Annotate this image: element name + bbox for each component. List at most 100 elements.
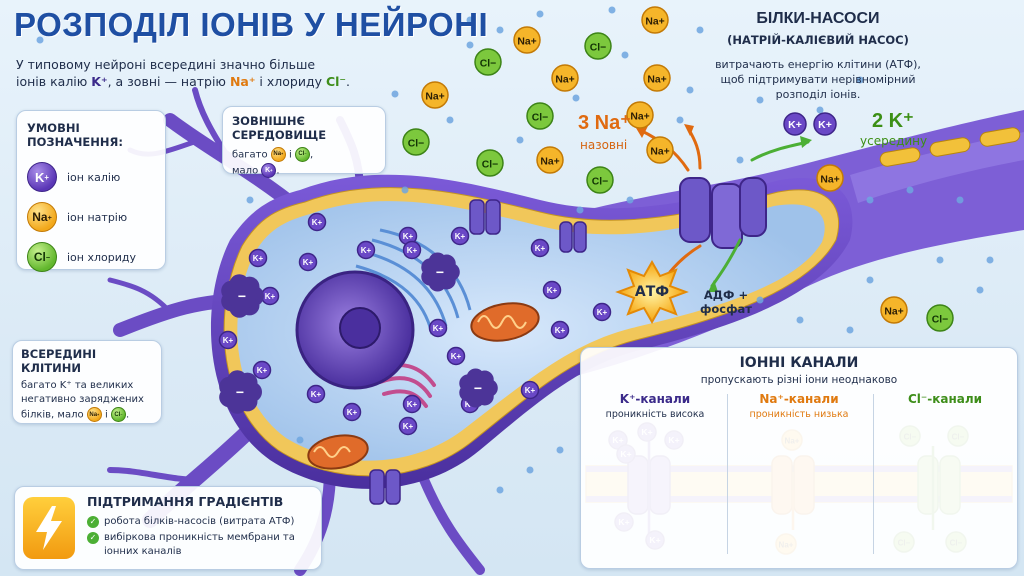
chloride-ion: Cl− xyxy=(586,166,614,194)
svg-text:K+: K+ xyxy=(433,324,444,333)
bubble xyxy=(906,186,914,194)
svg-text:K+: K+ xyxy=(525,386,536,395)
check-icon: ✓ xyxy=(87,516,99,528)
sodium-ion: Na+ xyxy=(643,64,671,92)
gradient-maintenance-card: ПІДТРИМАННЯ ГРАДІЄНТІВ ✓робота білків-на… xyxy=(14,486,322,570)
svg-text:Cl−: Cl− xyxy=(932,315,948,326)
potassium-ion: K+ xyxy=(450,226,470,246)
sodium-potassium-pump xyxy=(679,177,767,249)
gradients-list: ✓робота білків-насосів (витрата АТФ) ✓ви… xyxy=(87,515,309,561)
potassium-ion: K+ xyxy=(520,380,540,400)
potassium-ion: K+ xyxy=(398,416,418,436)
bubble xyxy=(466,16,474,24)
sodium-ion-icon: Na+ xyxy=(27,202,57,232)
channels-subtitle: пропускають різні іони неоднаково xyxy=(700,374,898,386)
svg-text:K+: K+ xyxy=(451,352,462,361)
ion-channels-card: ІОННІ КАНАЛИ пропускають різні іони неод… xyxy=(580,347,1018,569)
bubble xyxy=(626,196,634,204)
svg-text:K+: K+ xyxy=(535,244,546,253)
svg-text:−: − xyxy=(474,380,482,396)
chloride-ion: Cl− xyxy=(402,128,430,156)
atp-label: АТФ xyxy=(634,284,670,300)
outside-text: багато Na+ і Cl−, мало K+. xyxy=(232,147,376,178)
bubble xyxy=(856,76,864,84)
svg-text:Na+: Na+ xyxy=(540,157,559,168)
svg-text:K+: K+ xyxy=(223,336,234,345)
bubble xyxy=(536,10,544,18)
chloride-ion-icon: Cl− xyxy=(294,147,310,162)
potassium-ion: K+ xyxy=(260,286,280,306)
chloride-ion: Cl− xyxy=(526,102,554,130)
legend-label-sodium: іон натрію xyxy=(67,210,128,224)
bubble xyxy=(296,436,304,444)
gradients-title: ПІДТРИМАННЯ ГРАДІЄНТІВ xyxy=(87,494,284,509)
svg-text:K+: K+ xyxy=(407,400,418,409)
svg-text:K+: K+ xyxy=(253,254,264,263)
potassium-ion: K+ xyxy=(592,302,612,322)
bubble xyxy=(816,106,824,114)
bubble xyxy=(496,26,504,34)
list-item: ✓вибіркова проникність мембрани та іонни… xyxy=(87,531,309,559)
bubble xyxy=(401,186,409,194)
svg-text:K+: K+ xyxy=(257,366,268,375)
legend-item-sodium: Na+ іон натрію xyxy=(27,197,155,237)
pumps-title: БІЛКИ-НАСОСИ xyxy=(756,10,880,27)
adp-label: АДФ +фосфат xyxy=(700,288,752,316)
list-item: ✓робота білків-насосів (витрата АТФ) xyxy=(87,515,309,529)
svg-text:K+: K+ xyxy=(312,218,323,227)
channel-perm-potassium: проникність висока xyxy=(605,409,705,420)
svg-text:K+: K+ xyxy=(788,120,802,131)
subtitle-line1: У типовому нейроні всередині значно біль… xyxy=(16,57,316,72)
svg-text:K+: K+ xyxy=(818,120,832,131)
svg-text:Cl−: Cl− xyxy=(480,59,496,70)
page-subtitle: У типовому нейроні всередині значно біль… xyxy=(16,56,416,90)
svg-text:K+: K+ xyxy=(455,232,466,241)
svg-text:Cl−: Cl− xyxy=(592,177,608,188)
subtitle-sodium: Na⁺ xyxy=(229,74,256,89)
legend-label-chloride: іон хлориду xyxy=(67,250,136,264)
svg-text:Cl−: Cl− xyxy=(482,160,498,171)
bubble xyxy=(496,486,504,494)
subtitle-chloride: Cl⁻ xyxy=(325,74,347,89)
bubble xyxy=(736,156,744,164)
negative-protein: − xyxy=(221,274,264,318)
bubble xyxy=(846,326,854,334)
negative-protein: − xyxy=(219,370,262,414)
negative-protein: − xyxy=(459,368,498,408)
bubble xyxy=(246,196,254,204)
svg-text:K+: K+ xyxy=(403,232,414,241)
background-bubbles xyxy=(36,6,994,494)
channel-title-sodium: Na⁺-канали xyxy=(759,392,839,406)
sodium-ion: Na+ xyxy=(626,101,654,129)
bubble xyxy=(866,276,874,284)
subtitle-line2-a: іонів калію xyxy=(16,74,92,89)
potassium-in-label: 2 K⁺ xyxy=(872,110,914,132)
potassium-ion: K+ xyxy=(218,330,238,350)
potassium-ion: K+ xyxy=(446,346,466,366)
sodium-ion: Na+ xyxy=(421,81,449,109)
chloride-ion-icon: Cl− xyxy=(27,242,57,272)
svg-text:Na+: Na+ xyxy=(820,175,839,186)
svg-text:Cl−: Cl− xyxy=(532,113,548,124)
chloride-ion: Cl− xyxy=(926,304,954,332)
potassium-ion: K+ xyxy=(248,248,268,268)
svg-text:Na+: Na+ xyxy=(517,37,536,48)
bubble xyxy=(936,256,944,264)
svg-text:−: − xyxy=(436,264,444,280)
svg-text:K+: K+ xyxy=(407,246,418,255)
potassium-ion: K+ xyxy=(428,318,448,338)
potassium-ion: K+ xyxy=(542,280,562,300)
pumps-subtitle: (НАТРІЙ-КАЛІЄВИЙ НАСОС) xyxy=(727,33,909,47)
sodium-ion: Na+ xyxy=(646,136,674,164)
svg-text:K+: K+ xyxy=(361,246,372,255)
sodium-ion: Na+ xyxy=(551,64,579,92)
chloride-ion-icon: Cl− xyxy=(110,407,126,422)
svg-text:Na+: Na+ xyxy=(645,17,664,28)
ion-particles: Na+ Na+ Na+ Na+ Na+ Na+ Na+ Na+ Na+ Cl− Cl− Cl− Cl− C… xyxy=(218,6,954,436)
bubble xyxy=(756,296,764,304)
channel-title-chloride: Cl⁻-канали xyxy=(907,392,983,406)
nucleus xyxy=(295,270,415,390)
svg-text:Na+: Na+ xyxy=(630,112,649,123)
potassium-ion: K+ xyxy=(783,112,807,136)
potassium-ion: K+ xyxy=(252,360,272,380)
